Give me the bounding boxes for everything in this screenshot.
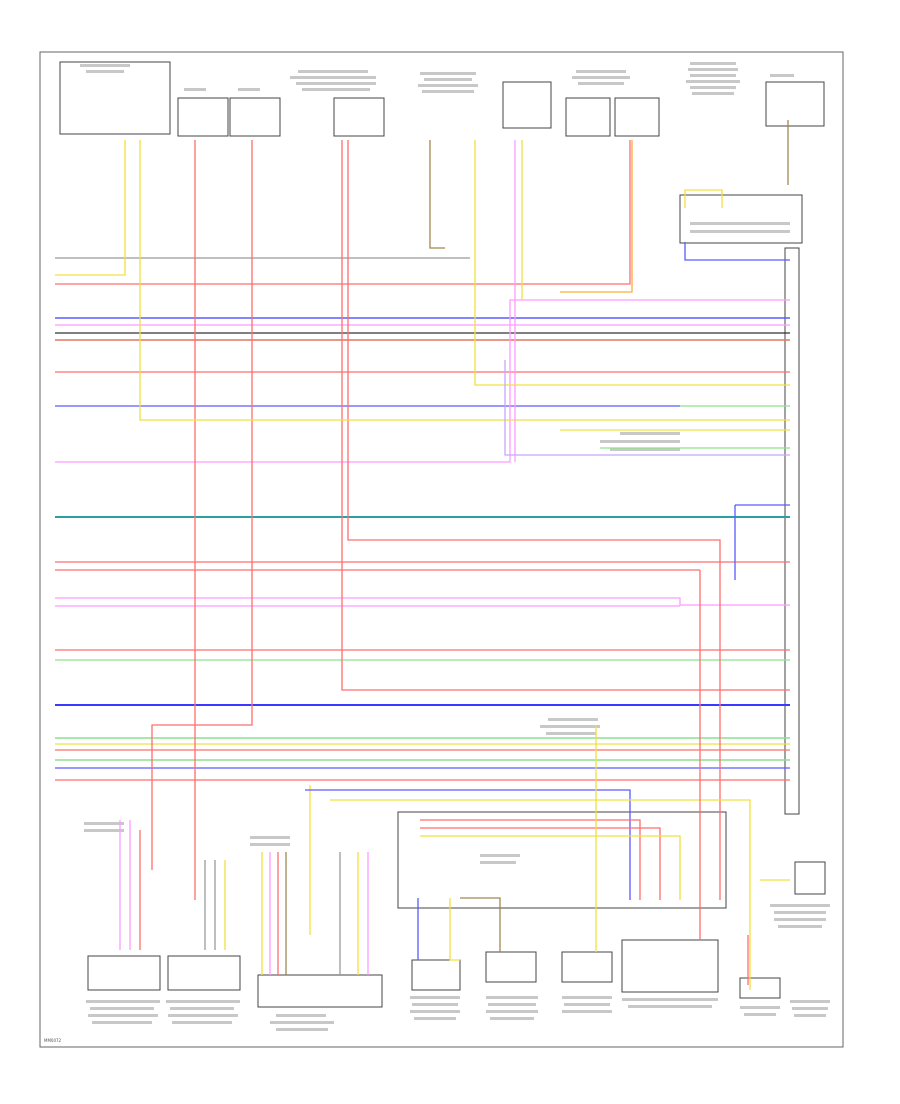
bottom-label-marks	[86, 904, 830, 1031]
wire-pink-12	[55, 299, 790, 463]
component-bottom-2	[167, 955, 241, 991]
component-relay	[502, 81, 552, 129]
diagram-frame	[39, 51, 844, 1048]
component-sensor-3	[561, 951, 613, 983]
wire-red-28	[151, 140, 253, 870]
wire-orange-35	[560, 140, 633, 293]
wire-red-3	[55, 140, 631, 285]
diagram-code: MM0072	[44, 1038, 62, 1043]
wire-yellow-47	[330, 799, 751, 990]
connector-strip-right	[784, 247, 800, 815]
wire-brown-36	[429, 140, 445, 249]
component-headlight-switch	[59, 61, 171, 135]
fuse-block-1	[177, 97, 229, 137]
component-bottom-1	[87, 955, 161, 991]
fuse-block-3	[333, 97, 385, 137]
fuse-block-2	[229, 97, 281, 137]
component-bottom-control-module	[397, 811, 727, 909]
component-right-edge	[794, 861, 826, 895]
wire-yellow-34	[474, 140, 790, 386]
wire-red-29	[341, 140, 790, 691]
component-control-module-top-right	[679, 194, 803, 244]
wire-yellow-2	[55, 140, 126, 276]
wire-pink-16	[55, 597, 790, 606]
wire-blue-46	[305, 789, 631, 900]
top-components	[59, 61, 825, 244]
wire-brown-53	[460, 897, 501, 952]
wire-blue-39	[684, 242, 790, 261]
component-bottom-3	[257, 974, 383, 1008]
wires	[55, 120, 790, 990]
fuse-block-5	[614, 97, 660, 137]
label-marks	[80, 62, 794, 864]
component-top-right	[765, 81, 825, 127]
wire-yellow-38	[684, 189, 723, 208]
component-bottom-right-module	[621, 939, 719, 993]
bottom-components	[87, 247, 826, 1008]
wire-lavender-40	[504, 360, 790, 456]
fuse-block-4	[565, 97, 611, 137]
wire-red-48	[420, 819, 641, 900]
wire-red-30	[347, 140, 721, 900]
component-bottom-right-small	[739, 977, 781, 999]
component-sensor-2	[485, 951, 537, 983]
component-sensor-1	[411, 959, 461, 991]
wire-yellow-52	[449, 898, 460, 961]
wire-red-49	[420, 827, 661, 900]
wire-yellow-50	[420, 835, 681, 900]
wire-yellow-31	[139, 140, 790, 421]
